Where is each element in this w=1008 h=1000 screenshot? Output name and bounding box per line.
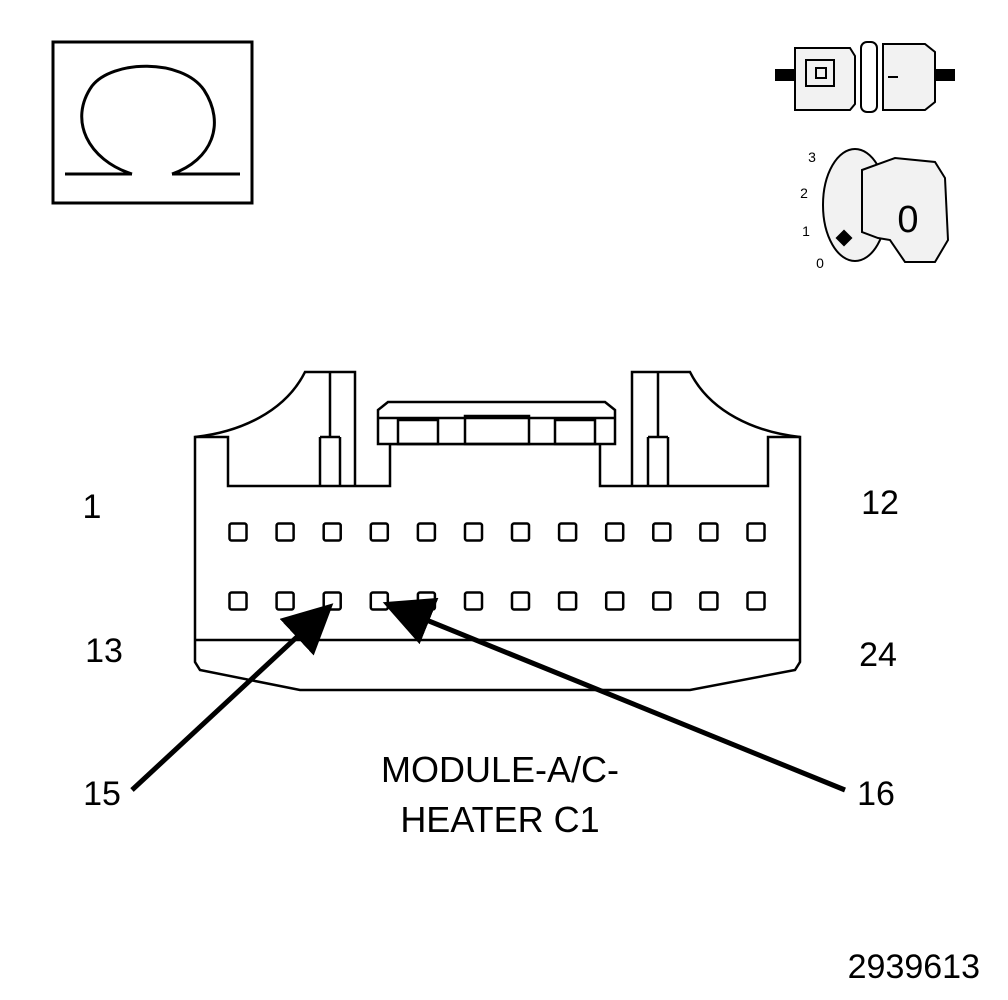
callout-arrow-15 <box>130 603 334 792</box>
pin-label-13: 13 <box>85 632 123 670</box>
pin-cavity-9 <box>604 522 625 542</box>
position-3: 3 <box>808 149 816 165</box>
pin-cavity-8 <box>557 522 578 542</box>
callout-label-16: 16 <box>857 775 895 813</box>
key-label: 0 <box>897 199 918 241</box>
pin-cavity-5 <box>416 522 437 542</box>
pin-cavity-4 <box>369 522 390 542</box>
pin-cavity-21 <box>604 591 625 611</box>
connector-name-line1: MODULE-A/C- <box>381 749 619 790</box>
pin-cavity-24 <box>746 591 766 611</box>
callout-label-15: 15 <box>83 775 121 813</box>
connector-name-line2: HEATER C1 <box>400 799 599 840</box>
pin-label-1: 1 <box>83 488 102 526</box>
pin-cavity-19 <box>510 591 531 611</box>
pin-label-12: 12 <box>861 484 899 522</box>
position-0: 0 <box>816 255 824 271</box>
figure-id: 2939613 <box>848 948 980 986</box>
position-2: 2 <box>800 185 808 201</box>
pin-cavity-10 <box>652 522 672 542</box>
ohm-icon <box>51 40 254 205</box>
callout-arrow-16 <box>382 597 846 793</box>
pin-cavity-22 <box>652 591 672 611</box>
pin-cavities <box>228 522 766 611</box>
pin-cavity-20 <box>557 591 578 611</box>
pin-cavity-6 <box>463 522 484 542</box>
pin-cavity-18 <box>463 591 484 611</box>
pin-cavity-12 <box>746 522 766 542</box>
pin-cavity-16 <box>369 591 390 611</box>
pin-cavity-7 <box>510 522 531 542</box>
pin-cavity-14 <box>275 591 295 611</box>
pin-cavity-11 <box>699 522 719 542</box>
pin-cavity-23 <box>699 591 719 611</box>
disconnected-connector-icon <box>775 41 955 113</box>
pin-cavity-13 <box>228 591 248 611</box>
pin-label-24: 24 <box>859 636 897 674</box>
pin-cavity-15 <box>322 591 342 611</box>
pin-cavity-3 <box>322 522 342 542</box>
pin-cavity-1 <box>228 522 248 542</box>
ignition-switch-icon: 0 3 2 1 0 <box>800 148 950 271</box>
position-1: 1 <box>802 223 810 239</box>
pin-cavity-17 <box>416 591 437 611</box>
pin-cavity-2 <box>275 522 295 542</box>
